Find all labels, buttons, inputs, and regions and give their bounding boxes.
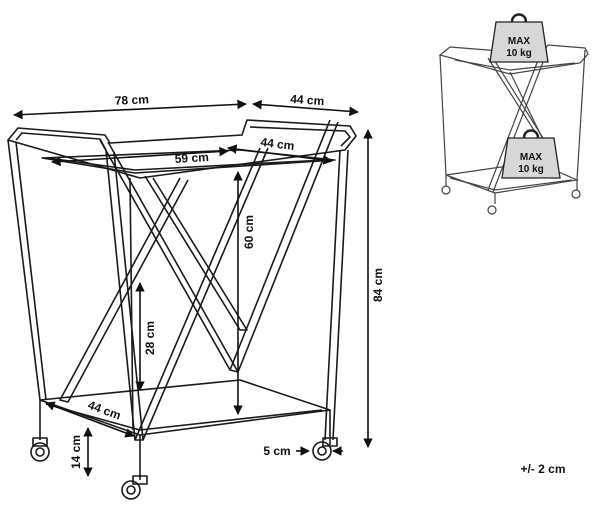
wheel-left — [30, 437, 50, 462]
bottom-frame — [39, 379, 331, 480]
lower-frame-label: 28 cm — [143, 321, 157, 355]
top-weight-icon: MAX 10 kg — [489, 13, 549, 63]
clearance-label: 14 cm — [69, 435, 83, 469]
caster-wheels — [30, 437, 338, 500]
shelf-width-label: 59 cm — [174, 150, 209, 166]
top-weight-line1: MAX — [508, 36, 531, 47]
width-label: 78 cm — [114, 92, 149, 108]
dimension-lines — [13, 99, 373, 477]
wheel-front — [121, 475, 148, 500]
top-weight-line2: 10 kg — [506, 48, 532, 59]
load-cart-drawing — [438, 44, 589, 215]
wheel-right — [312, 437, 338, 461]
shelf-gap-label: 60 cm — [242, 215, 256, 249]
shelf-depth-dim-line — [227, 144, 333, 165]
shelf-depth-label: 44 cm — [260, 135, 295, 153]
bottom-depth-label: 44 cm — [86, 398, 123, 423]
main-cart-drawing — [7, 119, 357, 500]
top-depth-dim-line — [252, 99, 359, 117]
total-height-label: 84 cm — [371, 268, 385, 302]
bottom-depth-dim-line — [45, 401, 135, 438]
tolerance-note: +/- 2 cm — [520, 462, 565, 476]
wheel-label: 5 cm — [263, 444, 290, 458]
shelf-width-dim-line — [51, 146, 229, 167]
frame-verticals — [7, 139, 349, 441]
width-dim-line — [13, 99, 247, 120]
dimension-labels: 78 cm 44 cm 44 cm 59 cm 60 cm 84 cm 28 c… — [69, 92, 385, 469]
bottom-weight-line1: MAX — [520, 152, 543, 163]
bottom-weight-line2: 10 kg — [518, 164, 544, 175]
bottom-weight-icon: MAX 10 kg — [501, 129, 561, 179]
top-depth-label: 44 cm — [290, 92, 325, 108]
